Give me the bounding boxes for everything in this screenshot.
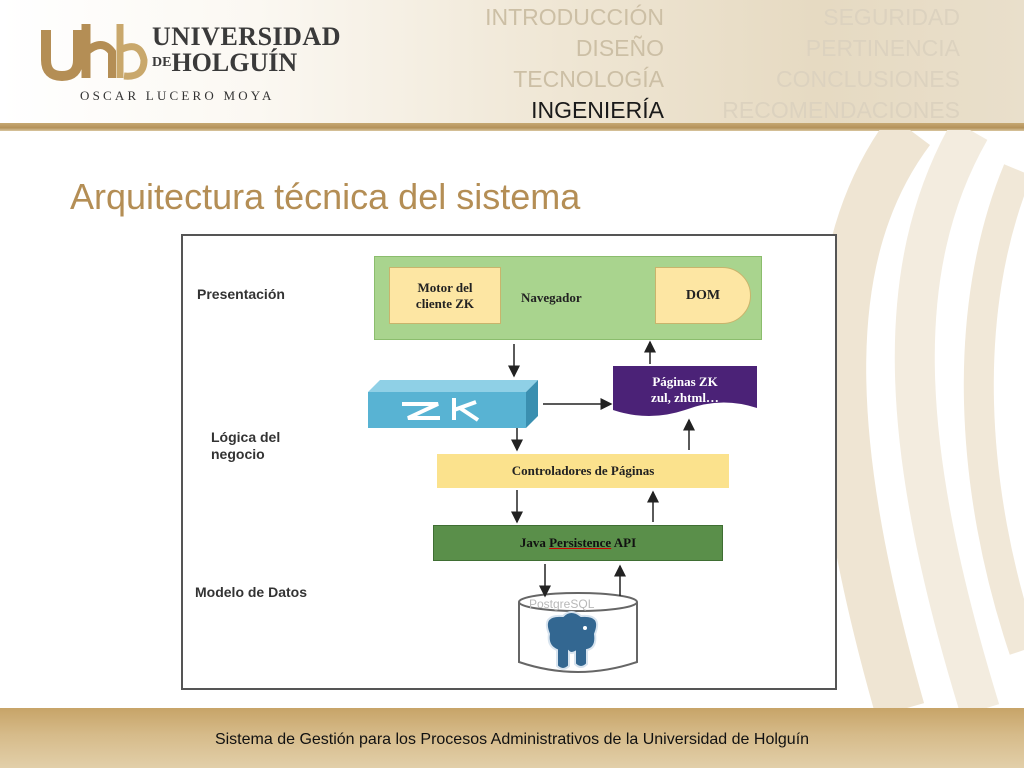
nav-menu-right: SEGURIDAD PERTINENCIA CONCLUSIONES RECOM… <box>722 2 960 126</box>
paginas-zk-label: Páginas ZK zul, zhtml… <box>615 374 755 406</box>
logo-subtitle: DEHOLGUÍN <box>152 50 297 76</box>
jpa-label-suffix: API <box>611 535 637 550</box>
nav-item-ingenieria[interactable]: INGENIERÍA <box>531 97 664 123</box>
motor-cliente-zk-box: Motor del cliente ZK <box>389 267 501 324</box>
nav-item-seguridad[interactable]: SEGURIDAD <box>823 4 960 30</box>
footer-text: Sistema de Gestión para los Procesos Adm… <box>214 731 810 748</box>
logo-title: UNIVERSIDAD <box>152 22 341 51</box>
nav-item-introduccion[interactable]: INTRODUCCIÓN <box>485 4 664 30</box>
controladores-label: Controladores de Páginas <box>511 463 655 478</box>
logo-de: DE <box>152 55 172 70</box>
paginas-zk-line1: Páginas ZK <box>652 374 718 389</box>
header-divider <box>0 123 1024 131</box>
zk-framework-icon <box>368 380 538 428</box>
layer-label-logica: Lógica del negocio <box>211 429 281 462</box>
footer-band: Sistema de Gestión para los Procesos Adm… <box>0 708 1024 768</box>
controladores-box: Controladores de Páginas <box>437 454 729 488</box>
slide-title: Arquitectura técnica del sistema <box>70 176 581 217</box>
jpa-label: Java Persistence API <box>520 535 636 551</box>
nav-item-conclusiones[interactable]: CONCLUSIONES <box>775 66 960 92</box>
layer-label-presentacion: Presentación <box>197 286 285 302</box>
dom-box: DOM <box>655 267 751 324</box>
paginas-zk-shape <box>613 366 757 416</box>
nav-item-tecnologia[interactable]: TECNOLOGÍA <box>513 66 664 92</box>
nav-item-recomendaciones[interactable]: RECOMENDACIONES <box>722 97 960 123</box>
jpa-label-prefix: Java <box>519 535 550 550</box>
nav-item-pertinencia[interactable]: PERTINENCIA <box>805 35 960 61</box>
layer-label-modelo: Modelo de Datos <box>195 584 308 600</box>
decorative-swirl <box>816 130 1024 710</box>
jpa-box: Java Persistence API <box>433 525 723 561</box>
logo-person-name: OSCAR LUCERO MOYA <box>80 88 275 103</box>
university-logo[interactable]: UNIVERSIDAD DEHOLGUÍN OSCAR LUCERO MOYA <box>40 20 340 110</box>
postgresql-label: PostgreSQL <box>529 597 595 611</box>
jpa-label-persistence: Persistence <box>549 535 612 550</box>
nav-menu-left: INTRODUCCIÓN DISEÑO TECNOLOGÍA INGENIERÍ… <box>485 2 664 126</box>
motor-cliente-zk-label: Motor del cliente ZK <box>415 279 475 311</box>
diagram-arrows <box>508 340 695 598</box>
uho-logo-icon <box>41 24 148 82</box>
postgresql-database-icon <box>518 592 638 673</box>
paginas-zk-line2: zul, zhtml… <box>651 390 719 405</box>
nav-item-diseno[interactable]: DISEÑO <box>575 35 664 61</box>
header-band: UNIVERSIDAD DEHOLGUÍN OSCAR LUCERO MOYA … <box>0 0 1024 124</box>
logo-holguin: HOLGUÍN <box>171 48 298 77</box>
navegador-label: Navegador <box>521 290 582 305</box>
architecture-diagram: Presentación Lógica del negocio Modelo d… <box>181 234 837 690</box>
dom-label: DOM <box>685 287 721 303</box>
